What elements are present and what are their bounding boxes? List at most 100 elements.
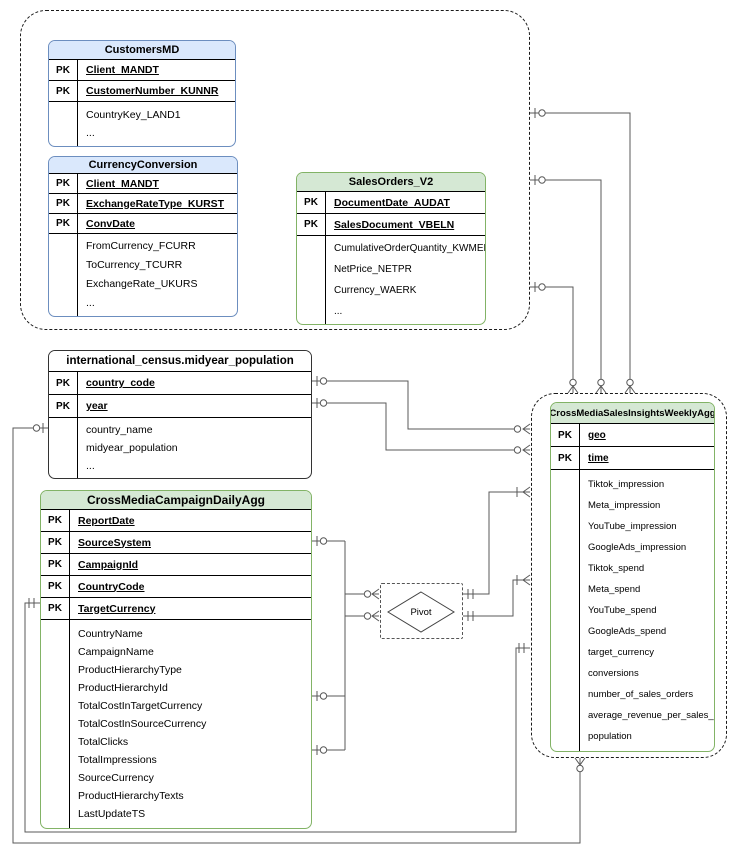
field-name: NetPrice_NETPR — [334, 264, 412, 275]
entity-table-customersmd[interactable]: CustomersMD PK Client_MANDT PK CustomerN… — [48, 40, 236, 147]
field-name: Meta_impression — [588, 500, 661, 511]
table-row: PK Client_MANDT — [49, 174, 237, 194]
pk-section: PK country_code PK year — [49, 372, 311, 418]
field-name: CampaignId — [78, 558, 139, 571]
field-name: YouTube_spend — [588, 605, 657, 616]
table-row: PK CountryCode — [41, 576, 311, 598]
field-name: GoogleAds_impression — [588, 542, 687, 553]
pk-section: PK ReportDate PK SourceSystem PK Campaig… — [41, 510, 311, 620]
field-name: ... — [334, 306, 343, 317]
field-name: conversions — [588, 668, 639, 679]
field-name: TotalCostInSourceCurrency — [78, 718, 207, 730]
pk-column-spacer — [49, 418, 78, 478]
connector-topgroup-weekly-1 — [530, 108, 636, 394]
field-name: TotalCostInTargetCurrency — [78, 700, 203, 712]
table-row: PK time — [551, 447, 714, 470]
pk-badge: PK — [41, 532, 70, 553]
pk-badge: PK — [49, 194, 78, 213]
field-name: Meta_spend — [588, 584, 641, 595]
entity-table-currencyconversion[interactable]: CurrencyConversion PK Client_MANDT PK Ex… — [48, 156, 238, 317]
field-name: Currency_WAERK — [334, 285, 417, 296]
table-row: PK Client_MANDT — [49, 60, 235, 81]
field-name: ProductHierarchyType — [78, 664, 182, 676]
field-name: ProductHierarchyTexts — [78, 790, 184, 802]
field-name: TargetCurrency — [78, 602, 156, 615]
field-name: CountryName — [78, 628, 143, 640]
table-row: PK SourceSystem — [41, 532, 311, 554]
field-name: average_revenue_per_sales_order — [588, 710, 714, 721]
pk-badge: PK — [41, 510, 70, 531]
zero-or-many-endpoint — [595, 378, 607, 394]
field-name: ... — [86, 460, 95, 472]
field-name: ConvDate — [86, 217, 136, 230]
field-name: DocumentDate_AUDAT — [334, 196, 450, 209]
pk-badge: PK — [49, 214, 78, 233]
table-title: SalesOrders_V2 — [297, 173, 485, 192]
pk-badge: PK — [551, 447, 580, 469]
table-title: CrossMediaCampaignDailyAgg — [41, 491, 311, 510]
one-or-many-endpoint — [516, 574, 531, 586]
field-name: ReportDate — [78, 514, 135, 527]
field-name: ... — [86, 127, 95, 139]
field-name: population — [588, 731, 632, 742]
field-name: CountryCode — [78, 580, 145, 593]
zero-or-many-endpoint — [363, 610, 380, 622]
field-name: LastUpdateTS — [78, 808, 146, 820]
field-name: YouTube_impression — [588, 521, 677, 532]
table-row: PK SalesDocument_VBELN — [297, 214, 485, 236]
field-name: ExchangeRate_UKURS — [86, 278, 198, 290]
pk-badge: PK — [49, 395, 78, 417]
field-name: country_code — [86, 377, 155, 389]
pk-column-spacer — [551, 470, 580, 751]
field-name: SourceCurrency — [78, 772, 154, 784]
field-name: year — [86, 400, 108, 412]
table-row: PK country_code — [49, 372, 311, 395]
pk-badge: PK — [297, 192, 326, 213]
field-name: CountryKey_LAND1 — [86, 109, 181, 121]
zero-or-many-endpoint — [574, 757, 586, 773]
field-name: ToCurrency_TCURR — [86, 259, 183, 271]
field-name: Tiktok_spend — [588, 563, 645, 574]
entity-table-midyear-population[interactable]: international_census.midyear_population … — [48, 350, 312, 479]
field-name: Tiktok_impression — [588, 479, 665, 490]
pk-badge: PK — [297, 214, 326, 235]
entity-table-crossmediacampaigndailyagg[interactable]: CrossMediaCampaignDailyAgg PK ReportDate… — [40, 490, 312, 829]
connector-topgroup-weekly-3 — [530, 282, 579, 394]
table-row: PK DocumentDate_AUDAT — [297, 192, 485, 214]
field-name: Client_MANDT — [86, 177, 159, 190]
pk-badge: PK — [41, 598, 70, 619]
pk-badge: PK — [49, 372, 78, 394]
table-title: international_census.midyear_population — [49, 351, 311, 372]
source-tables-group-box[interactable] — [20, 10, 530, 330]
zero-or-many-endpoint — [513, 423, 531, 435]
connector-topgroup-weekly-2 — [530, 175, 607, 394]
entity-table-salesorders-v2[interactable]: SalesOrders_V2 PK DocumentDate_AUDAT PK … — [296, 172, 486, 325]
pk-column-spacer — [49, 102, 78, 146]
pk-badge: PK — [49, 174, 78, 193]
pk-badge: PK — [41, 554, 70, 575]
connector-pivot-weekly-1 — [463, 486, 531, 599]
body-section: CountryKey_LAND1... — [49, 102, 235, 146]
table-title: CurrencyConversion — [49, 157, 237, 174]
pk-badge: PK — [41, 576, 70, 597]
field-name: TotalClicks — [78, 736, 129, 748]
table-row: PK CampaignId — [41, 554, 311, 576]
field-name: ExchangeRateType_KURST — [86, 197, 225, 210]
field-name: GoogleAds_spend — [588, 626, 667, 637]
field-name: geo — [588, 429, 606, 441]
zero-or-many-endpoint — [363, 588, 380, 600]
connector-pivot-weekly-2 — [463, 574, 531, 621]
zero-or-many-endpoint — [624, 378, 636, 394]
one-endpoint — [518, 643, 525, 653]
table-row: PK TargetCurrency — [41, 598, 311, 620]
pivot-group-box[interactable] — [380, 583, 463, 639]
pk-column-spacer — [297, 236, 326, 324]
field-name: country_name — [86, 424, 153, 436]
field-name: CumulativeOrderQuantity_KWMENG — [334, 243, 486, 254]
entity-table-crossmediasalesinsightsweeklyagg[interactable]: CrossMediaSalesInsightsWeeklyAgg PK geo … — [550, 402, 715, 752]
pk-section: PK DocumentDate_AUDAT PK SalesDocument_V… — [297, 192, 485, 236]
pk-column-spacer — [41, 620, 70, 828]
zero-or-many-endpoint — [567, 378, 579, 394]
